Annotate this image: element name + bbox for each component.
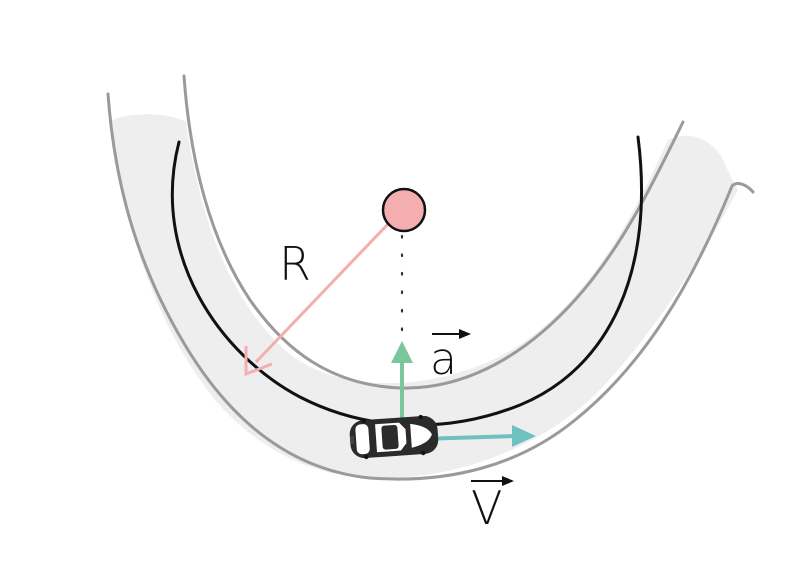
road-surface (112, 114, 738, 479)
road-outer-edge (106, 92, 755, 481)
acceleration-label-group: a (430, 329, 471, 385)
center-point (381, 187, 427, 233)
velocity-label: V (471, 481, 502, 535)
radius-label: R (279, 237, 311, 291)
acceleration-arrow (391, 341, 413, 422)
car-icon (349, 414, 439, 460)
velocity-label-group: V (471, 476, 514, 535)
radius-arrow (244, 222, 390, 377)
acceleration-label: a (430, 334, 457, 385)
